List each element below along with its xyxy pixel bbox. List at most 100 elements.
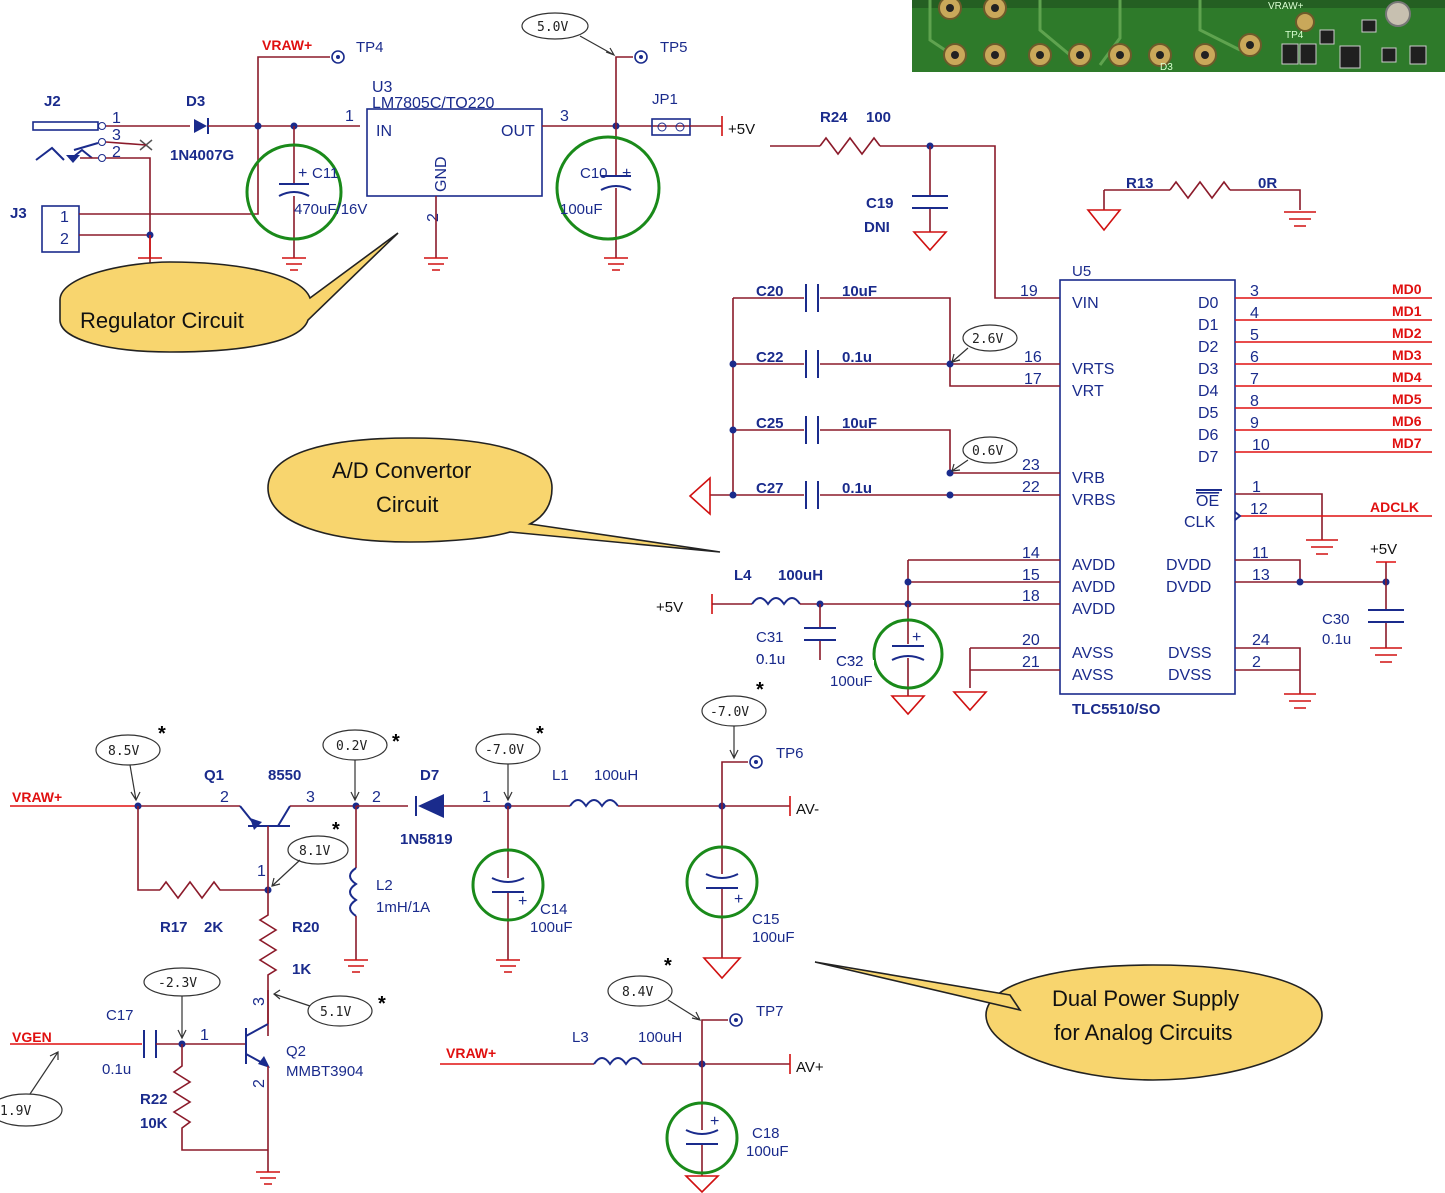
c27-label: C27: [756, 480, 784, 497]
av-minus-label: AV-: [796, 801, 819, 818]
svg-text:AVDD: AVDD: [1072, 601, 1115, 618]
svg-text:AVSS: AVSS: [1072, 667, 1114, 684]
svg-text:+: +: [518, 893, 527, 910]
callout-supply-line1: Dual Power Supply: [1052, 986, 1239, 1011]
j3-pin2: 2: [60, 231, 69, 248]
q2-label: Q2: [286, 1043, 306, 1060]
svg-text:4: 4: [1250, 305, 1259, 322]
svg-text:14: 14: [1022, 545, 1040, 562]
q2-pin-c: 3: [251, 997, 268, 1006]
svg-text:D3: D3: [1198, 361, 1219, 378]
tp4-label: TP4: [356, 39, 384, 56]
vraw-l3-label: VRAW+: [446, 1045, 496, 1061]
l3-value: 100uH: [638, 1029, 682, 1046]
j2-pin1: 1: [112, 110, 121, 127]
svg-text:+: +: [734, 891, 743, 908]
pcb-photo: VRAW+ TP4 D3: [912, 0, 1445, 73]
l2-label: L2: [376, 877, 393, 894]
jp1-label: JP1: [652, 91, 678, 108]
svg-text:0.1u: 0.1u: [756, 651, 785, 668]
svg-text:MD4: MD4: [1392, 369, 1422, 385]
d7-pin-k: 1: [482, 789, 491, 806]
svg-text:VIN: VIN: [1072, 295, 1099, 312]
svg-text:DVSS: DVSS: [1168, 645, 1212, 662]
svg-text:MD2: MD2: [1392, 325, 1422, 341]
meas-0v2: 0.2V: [336, 739, 367, 754]
svg-text:22: 22: [1022, 479, 1040, 496]
svg-text:23: 23: [1022, 457, 1040, 474]
d7-pin-a: 2: [372, 789, 381, 806]
svg-text:13: 13: [1252, 567, 1270, 584]
svg-text:CLK: CLK: [1184, 514, 1215, 531]
svg-text:+: +: [622, 165, 631, 182]
regulator-section: J2 1 3 2 J3 1 2 D3 1N4007G VRAW+ TP4: [10, 12, 755, 271]
d3-label: D3: [186, 93, 205, 110]
q1-pin-e: 2: [220, 789, 229, 806]
u3-pin-in: IN: [376, 123, 392, 140]
d3-part: 1N4007G: [170, 147, 234, 164]
svg-text:D7: D7: [1198, 449, 1219, 466]
u3-part: LM7805C/TO220: [372, 95, 495, 112]
plus5v-l4-label: +5V: [656, 599, 683, 616]
q1-part: 8550: [268, 767, 301, 784]
svg-text:17: 17: [1024, 371, 1042, 388]
c31-label: C31: [756, 629, 784, 646]
svg-text:VRTS: VRTS: [1072, 361, 1114, 378]
svg-text:*: *: [378, 993, 386, 1015]
c17-value: 0.1u: [102, 1061, 131, 1078]
u3-pin3-num: 3: [560, 108, 569, 125]
c17-label: C17: [106, 1007, 134, 1024]
c11-value: 470uF/16V: [294, 201, 367, 218]
u5-pin-oe: 1OE: [1196, 479, 1338, 555]
svg-text:ADCLK: ADCLK: [1370, 499, 1419, 515]
c25-label: C25: [756, 415, 784, 432]
c18-value: 100uF: [746, 1143, 789, 1160]
svg-text:AVDD: AVDD: [1072, 557, 1115, 574]
svg-text:*: *: [332, 819, 340, 841]
c30-value: 0.1u: [1322, 631, 1351, 648]
plus5v-right-label: +5V: [1370, 541, 1397, 558]
vgen-label: VGEN: [12, 1029, 52, 1045]
c30-label: C30: [1322, 611, 1350, 628]
svg-text:6: 6: [1250, 349, 1259, 366]
svg-text:9: 9: [1250, 415, 1259, 432]
l1-value: 100uH: [594, 767, 638, 784]
q2-pin-e: 2: [251, 1079, 268, 1088]
svg-text:*: *: [392, 731, 400, 753]
callout-adc-line1: A/D Convertor: [332, 458, 471, 483]
l4-label: L4: [734, 567, 752, 584]
u3-pin-gnd: GND: [433, 156, 450, 192]
j2-pin3: 3: [112, 127, 121, 144]
svg-text:DVDD: DVDD: [1166, 557, 1211, 574]
d7-label: D7: [420, 767, 439, 784]
svg-text:VRT: VRT: [1072, 383, 1104, 400]
l1-label: L1: [552, 767, 569, 784]
svg-text:D1: D1: [1198, 317, 1219, 334]
svg-text:100uF: 100uF: [830, 673, 873, 690]
q1-pin-c: 3: [306, 789, 315, 806]
svg-text:8: 8: [1250, 393, 1259, 410]
svg-text:2: 2: [1252, 654, 1261, 671]
j3-pin1: 1: [60, 209, 69, 226]
r24-label: R24: [820, 109, 848, 126]
q2-part: MMBT3904: [286, 1063, 364, 1080]
meas-8v4: 8.4V: [622, 985, 653, 1000]
svg-text:18: 18: [1022, 588, 1040, 605]
photo-label-vraw: VRAW+: [1268, 1, 1304, 12]
u3-pin1-num: 1: [345, 108, 354, 125]
svg-text:D5: D5: [1198, 405, 1219, 422]
svg-text:*: *: [756, 679, 764, 701]
svg-text:D0: D0: [1198, 295, 1219, 312]
r13-value: 0R: [1258, 175, 1277, 192]
u3-label: U3: [372, 79, 393, 96]
c20-label: C20: [756, 283, 784, 300]
meas-5v: 5.0V: [537, 20, 568, 35]
plus5v-reg-label: +5V: [728, 121, 755, 138]
